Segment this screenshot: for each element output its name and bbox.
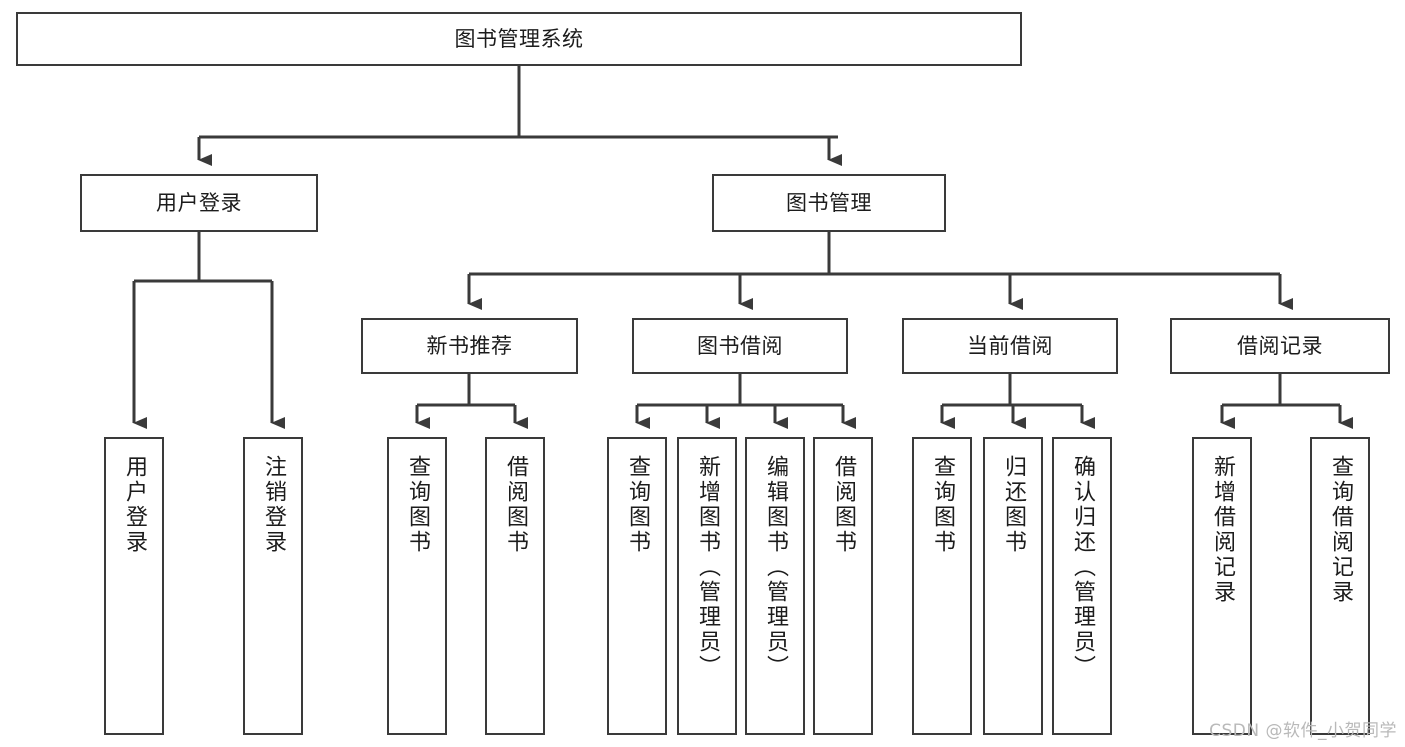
node-leaf-query-book-current[interactable]: 查询图书 <box>912 437 972 735</box>
node-book-management[interactable]: 图书管理 <box>712 174 946 232</box>
node-leaf-confirm-return-admin[interactable]: 确认归还（管理员） <box>1052 437 1112 735</box>
node-label: 新增图书（管理员） <box>695 455 720 680</box>
node-leaf-borrow-book[interactable]: 借阅图书 <box>813 437 873 735</box>
node-root-system[interactable]: 图书管理系统 <box>16 12 1022 66</box>
node-leaf-edit-book-admin[interactable]: 编辑图书（管理员） <box>745 437 805 735</box>
node-label: 新增借阅记录 <box>1210 455 1235 605</box>
node-label: 查询图书 <box>405 455 430 555</box>
node-label: 当前借阅 <box>967 333 1053 358</box>
node-borrow-record[interactable]: 借阅记录 <box>1170 318 1390 374</box>
node-new-book-recommend[interactable]: 新书推荐 <box>361 318 578 374</box>
node-leaf-user-login[interactable]: 用户登录 <box>104 437 164 735</box>
node-leaf-borrow-book-rec[interactable]: 借阅图书 <box>485 437 545 735</box>
node-label: 查询借阅记录 <box>1328 455 1353 605</box>
node-leaf-query-book-borrow[interactable]: 查询图书 <box>607 437 667 735</box>
node-label: 查询图书 <box>930 455 955 555</box>
node-label: 归还图书 <box>1001 455 1026 555</box>
node-label: 图书管理系统 <box>454 26 584 51</box>
node-leaf-query-book-rec[interactable]: 查询图书 <box>387 437 447 735</box>
node-label: 确认归还（管理员） <box>1070 455 1095 680</box>
node-leaf-return-book[interactable]: 归还图书 <box>983 437 1043 735</box>
node-current-borrow[interactable]: 当前借阅 <box>902 318 1118 374</box>
node-leaf-query-borrow-record[interactable]: 查询借阅记录 <box>1310 437 1370 735</box>
watermark-text: CSDN @软件_小贺同学 <box>1209 721 1397 741</box>
node-label: 图书管理 <box>786 190 872 215</box>
node-leaf-add-borrow-record[interactable]: 新增借阅记录 <box>1192 437 1252 735</box>
node-label: 用户登录 <box>122 455 147 555</box>
node-leaf-add-book-admin[interactable]: 新增图书（管理员） <box>677 437 737 735</box>
node-label: 用户登录 <box>156 190 242 215</box>
node-user-login[interactable]: 用户登录 <box>80 174 318 232</box>
node-label: 借阅图书 <box>503 455 528 555</box>
node-label: 编辑图书（管理员） <box>763 455 788 680</box>
node-label: 借阅记录 <box>1237 333 1323 358</box>
node-leaf-logout[interactable]: 注销登录 <box>243 437 303 735</box>
node-label: 图书借阅 <box>697 333 783 358</box>
node-label: 注销登录 <box>261 455 286 555</box>
node-label: 借阅图书 <box>831 455 856 555</box>
node-book-borrow[interactable]: 图书借阅 <box>632 318 848 374</box>
node-label: 查询图书 <box>625 455 650 555</box>
node-label: 新书推荐 <box>426 333 513 358</box>
